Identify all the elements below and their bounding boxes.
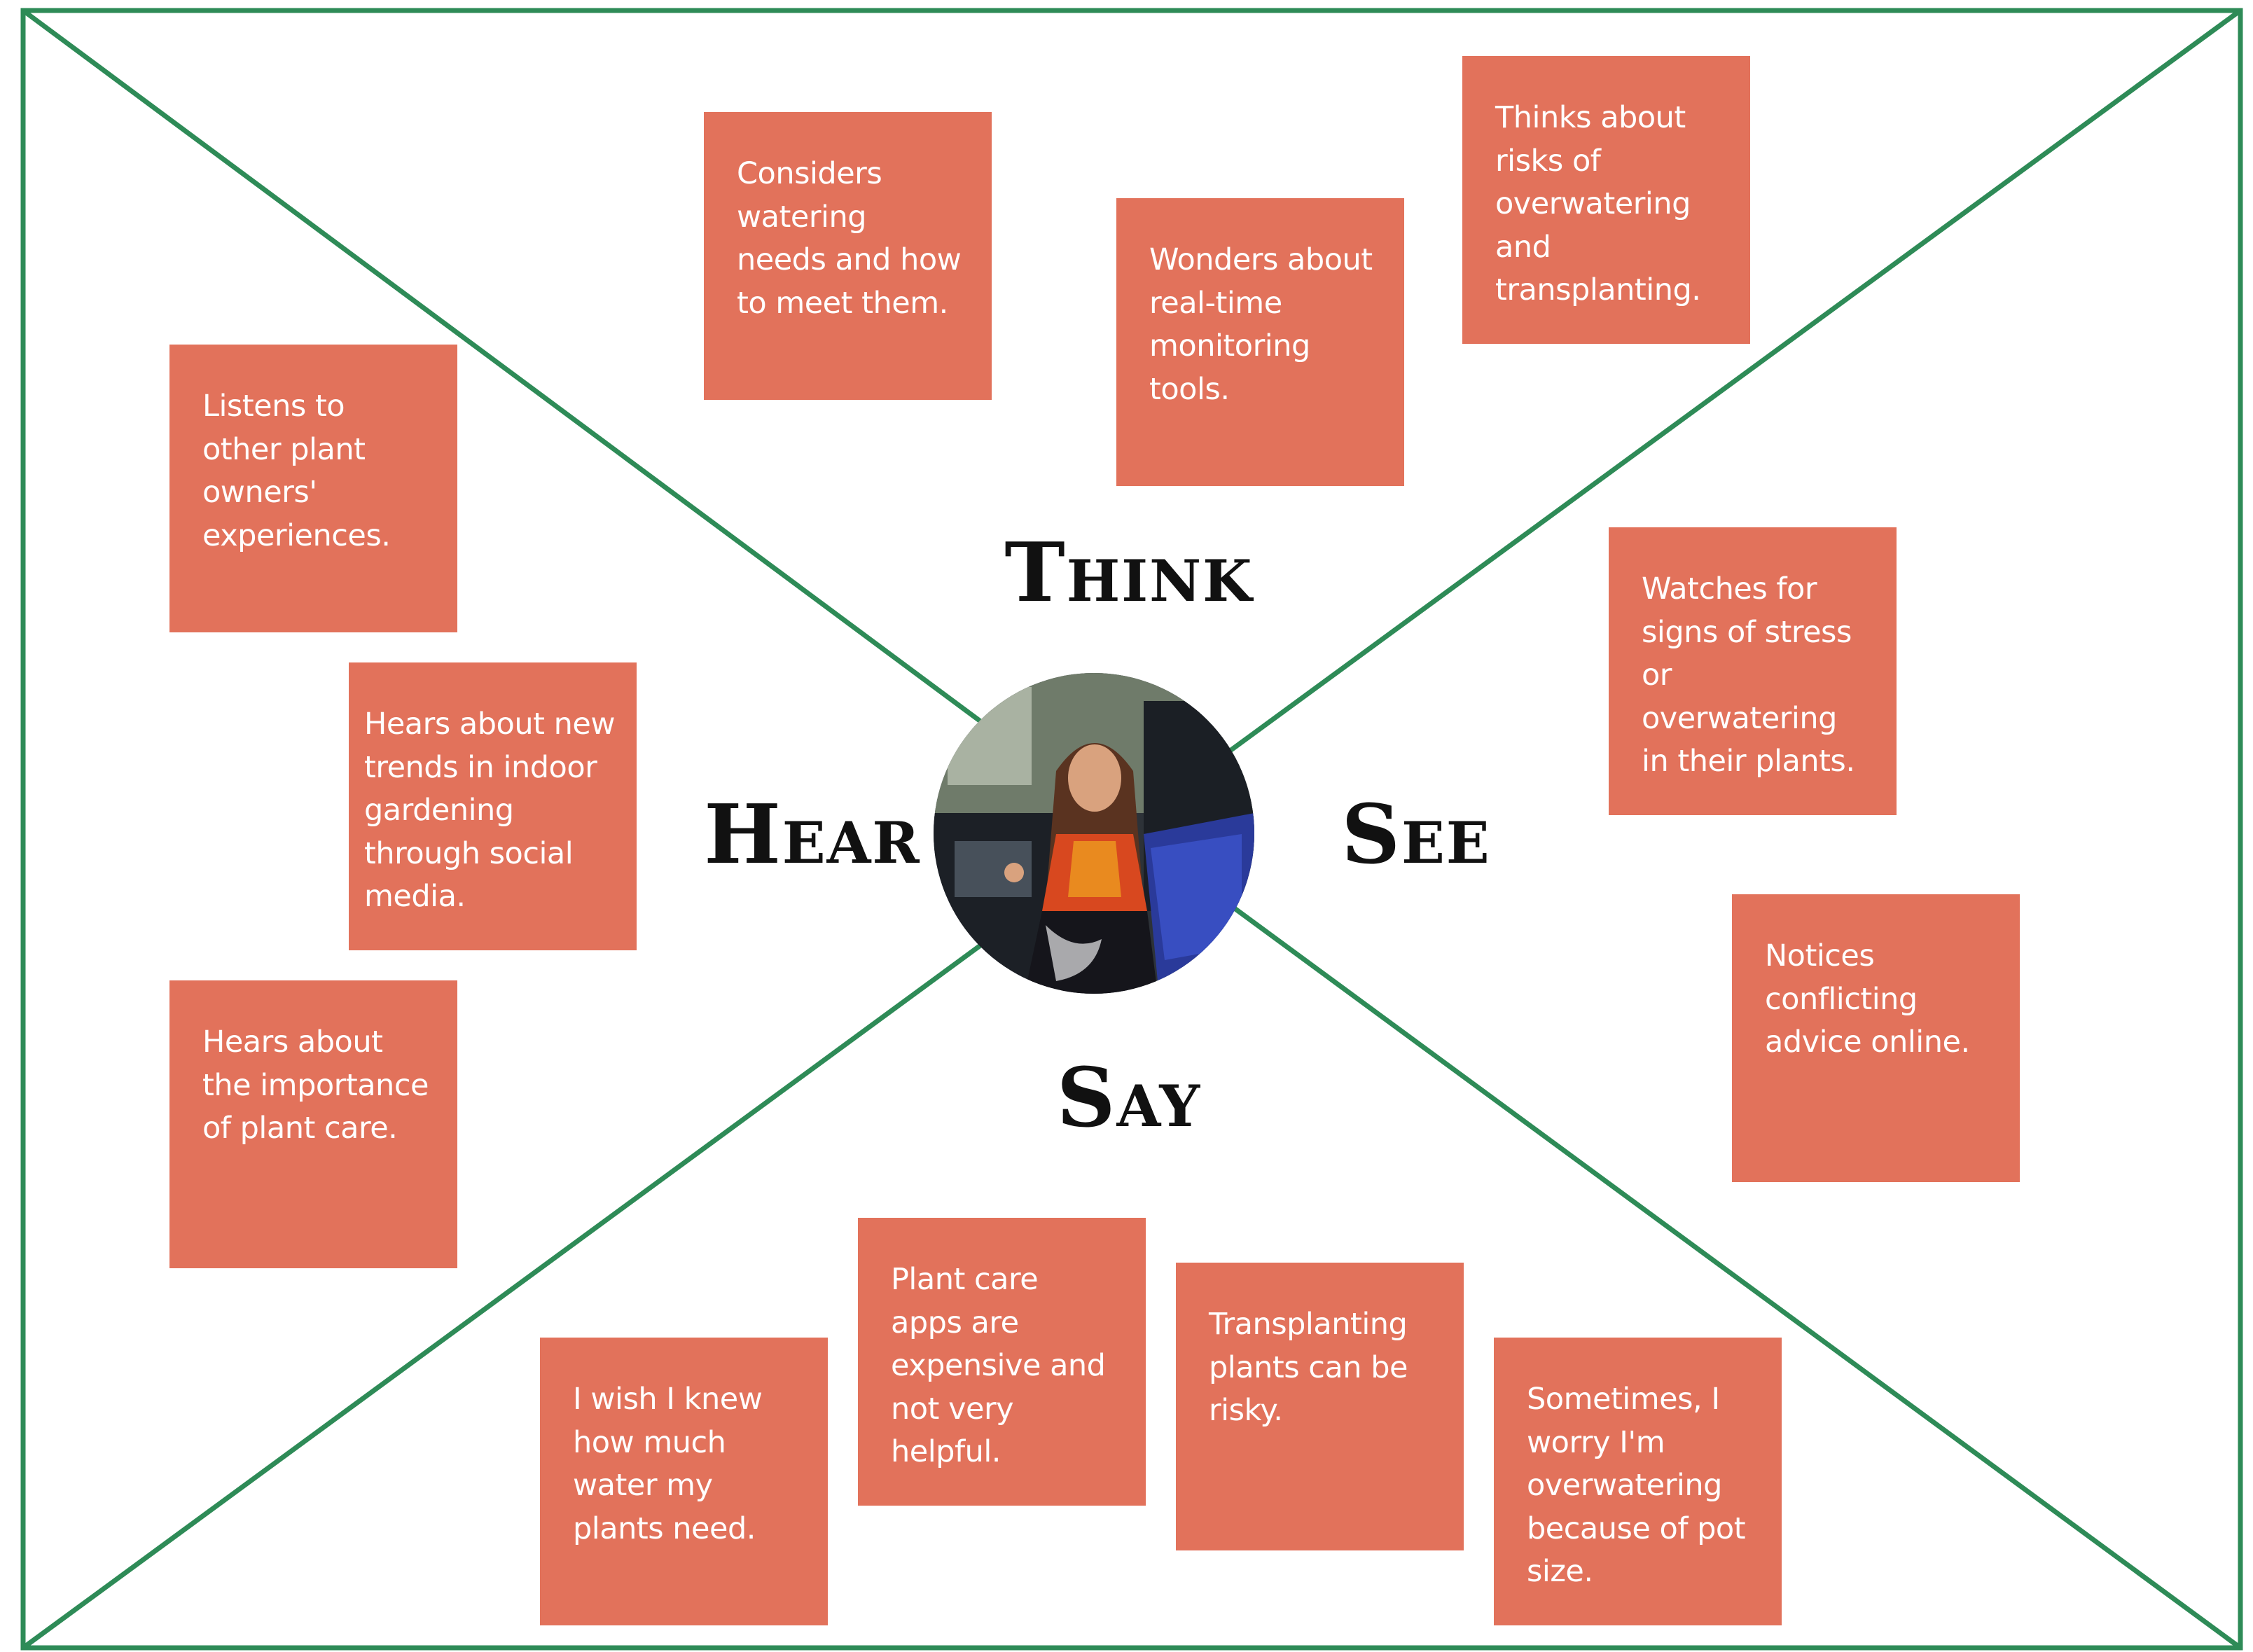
diagonal-top-right — [1206, 8, 2242, 769]
see-note-conflicting-advice: Notices conflicting advice online. — [1732, 894, 2020, 1182]
diagonal-bottom-left — [21, 943, 983, 1650]
persona-avatar — [934, 673, 1254, 994]
think-note-monitoring-tools: Wonders about real-time monitoring tools… — [1116, 198, 1404, 486]
say-note-pot-size-worry: Sometimes, I worry I'm overwatering beca… — [1494, 1338, 1782, 1625]
hear-note-plant-care-importance: Hears about the importance of plant care… — [169, 980, 457, 1268]
say-label: Say — [1056, 1050, 1202, 1146]
say-note-transplanting-risky: Transplanting plants can be risky. — [1176, 1263, 1464, 1550]
frame-border — [20, 8, 2243, 1651]
diagonal-top-left — [21, 8, 983, 723]
think-note-watering-needs: Considers watering needs and how to meet… — [704, 112, 992, 400]
hear-label: Hear — [704, 787, 921, 882]
hear-note-social-media-trends: Hears about new trends in indoor gardeni… — [349, 662, 637, 950]
diagonal-bottom-right — [1231, 905, 2242, 1650]
hear-note-plant-owners: Listens to other plant owners' experienc… — [169, 345, 457, 632]
say-note-expensive-apps: Plant care apps are expensive and not ve… — [858, 1218, 1146, 1506]
think-note-overwatering-risks: Thinks about risks of overwatering and t… — [1462, 56, 1750, 344]
think-label: Think — [1004, 525, 1254, 620]
say-note-water-amount: I wish I knew how much water my plants n… — [540, 1338, 828, 1625]
see-label: See — [1341, 787, 1491, 882]
persona-photo-icon — [934, 673, 1254, 994]
see-note-signs-of-stress: Watches for signs of stress or overwater… — [1609, 527, 1897, 815]
